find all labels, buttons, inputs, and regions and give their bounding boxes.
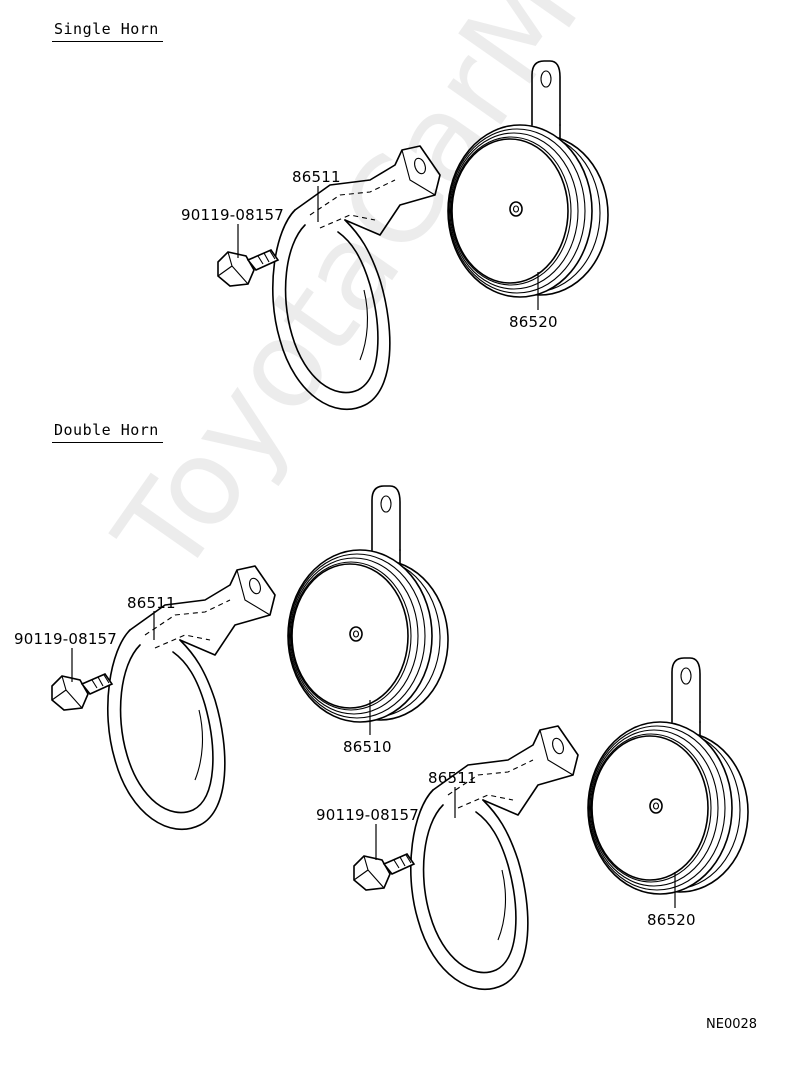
callout-double-horn-2: 86520 [647, 911, 696, 929]
double-bolt-2-drawing [353, 853, 415, 891]
callout-single-bolt: 90119-08157 [181, 206, 285, 224]
diagram-code: NE0028 [706, 1017, 758, 1032]
single-bolt-drawing [217, 249, 279, 287]
callout-double-bracket-1: 86511 [127, 594, 176, 612]
callout-double-bolt-1: 90119-08157 [14, 630, 118, 648]
double-horn-heading: Double Horn [52, 421, 163, 443]
double-horn-1-drawing [287, 485, 449, 723]
callout-double-bolt-2: 90119-08157 [316, 806, 420, 824]
double-horn-heading-text: Double Horn [54, 421, 159, 439]
single-horn-heading-text: Single Horn [54, 20, 159, 38]
callout-double-bracket-2: 86511 [428, 769, 477, 787]
double-bracket-2-drawing [409, 725, 579, 991]
callout-single-horn: 86520 [509, 313, 558, 331]
single-horn-drawing [447, 60, 609, 298]
double-horn-2-drawing [587, 657, 749, 895]
double-bolt-1-drawing [51, 673, 113, 711]
single-horn-heading: Single Horn [52, 20, 163, 42]
callout-single-bracket: 86511 [292, 168, 341, 186]
callout-double-horn-1: 86510 [343, 738, 392, 756]
